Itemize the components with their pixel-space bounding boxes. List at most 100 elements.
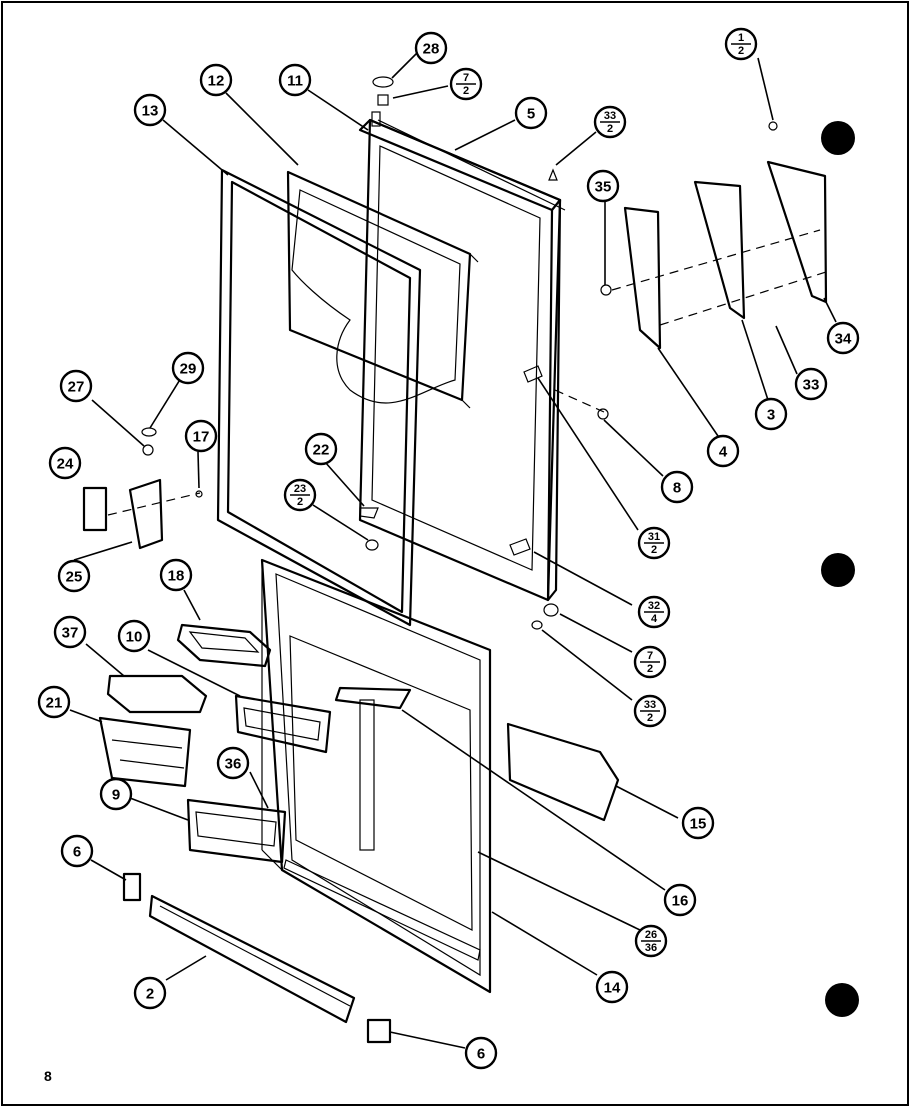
callout-circle bbox=[754, 397, 788, 431]
callout-quantity: 2 bbox=[651, 544, 657, 556]
callout-c28: 28 bbox=[414, 31, 448, 65]
callout-circle bbox=[304, 432, 338, 466]
callout-number: 35 bbox=[595, 179, 612, 196]
callout-number: 31 bbox=[648, 531, 660, 543]
callout-number: 14 bbox=[604, 980, 621, 997]
callout-c33-2b: 332 bbox=[633, 694, 667, 728]
callout-number: 29 bbox=[180, 361, 197, 378]
callout-circle bbox=[794, 367, 828, 401]
callout-circle bbox=[37, 685, 71, 719]
callout-c25: 25 bbox=[57, 559, 91, 593]
callout-c23-2: 232 bbox=[283, 478, 317, 512]
callout-c17: 17 bbox=[184, 419, 218, 453]
callout-number: 28 bbox=[423, 41, 440, 58]
callout-c21: 21 bbox=[37, 685, 71, 719]
callout-number: 2 bbox=[146, 986, 154, 1003]
callout-c33-2a: 332 bbox=[593, 105, 627, 139]
callout-number: 32 bbox=[648, 600, 660, 612]
callout-quantity: 2 bbox=[463, 85, 469, 97]
callout-number: 27 bbox=[68, 379, 85, 396]
callout-circle bbox=[159, 558, 193, 592]
callout-circle bbox=[184, 419, 218, 453]
callout-number: 34 bbox=[835, 331, 852, 348]
callout-circle bbox=[706, 434, 740, 468]
door-shelves-bins bbox=[98, 623, 620, 864]
callout-circle bbox=[53, 615, 87, 649]
callout-number: 33 bbox=[644, 699, 656, 711]
callout-number: 9 bbox=[112, 787, 120, 804]
callout-c22: 22 bbox=[304, 432, 338, 466]
callout-quantity: 36 bbox=[645, 942, 657, 954]
callout-c34: 34 bbox=[826, 321, 860, 355]
callout-quantity: 4 bbox=[651, 613, 658, 625]
callout-number: 10 bbox=[126, 629, 143, 646]
callout-c4: 4 bbox=[706, 434, 740, 468]
hinge-brackets-right bbox=[554, 121, 828, 420]
callout-number: 1 bbox=[738, 32, 744, 44]
callout-quantity: 2 bbox=[647, 712, 653, 724]
callout-quantity: 2 bbox=[607, 123, 613, 135]
callout-number: 6 bbox=[477, 1046, 485, 1063]
callout-number: 18 bbox=[168, 568, 185, 585]
callout-c13: 13 bbox=[133, 93, 167, 127]
callout-c11: 11 bbox=[278, 63, 312, 97]
callout-circle bbox=[216, 746, 250, 780]
callout-c1-2: 12 bbox=[724, 27, 758, 61]
callout-number: 3 bbox=[767, 407, 775, 424]
callout-number: 17 bbox=[193, 429, 210, 446]
bottom-trim-and-clips bbox=[122, 872, 392, 1044]
callout-circle bbox=[514, 96, 548, 130]
callout-c36: 36 bbox=[216, 746, 250, 780]
callout-number: 6 bbox=[73, 844, 81, 861]
callout-c12: 12 bbox=[199, 63, 233, 97]
callout-c18: 18 bbox=[159, 558, 193, 592]
callout-number: 8 bbox=[673, 480, 681, 497]
top-hinge-parts bbox=[372, 76, 558, 181]
binder-hole-bottom bbox=[825, 983, 859, 1017]
callout-number: 33 bbox=[803, 377, 820, 394]
callout-c27: 27 bbox=[59, 369, 93, 403]
callout-c10: 10 bbox=[117, 619, 151, 653]
callout-circle bbox=[133, 93, 167, 127]
callout-circle bbox=[414, 31, 448, 65]
binder-hole-top bbox=[821, 121, 855, 155]
callout-c16: 16 bbox=[663, 883, 697, 917]
callout-c3: 3 bbox=[754, 397, 788, 431]
callout-c6a: 6 bbox=[60, 834, 94, 868]
callout-number: 33 bbox=[604, 110, 616, 122]
callout-c2: 2 bbox=[133, 976, 167, 1010]
callout-c24: 24 bbox=[48, 446, 82, 480]
callout-c9: 9 bbox=[99, 777, 133, 811]
callout-c35: 35 bbox=[586, 169, 620, 203]
callout-c33: 33 bbox=[794, 367, 828, 401]
callout-c8: 8 bbox=[660, 470, 694, 504]
callout-c32-4: 324 bbox=[637, 595, 671, 629]
callout-number: 24 bbox=[57, 456, 74, 473]
callout-circle bbox=[681, 806, 715, 840]
callout-number: 16 bbox=[672, 893, 689, 910]
callout-c14: 14 bbox=[595, 970, 629, 1004]
callout-number: 13 bbox=[142, 103, 159, 120]
callout-circle bbox=[59, 369, 93, 403]
callout-number: 26 bbox=[645, 929, 657, 941]
callout-number: 15 bbox=[690, 816, 707, 833]
binder-hole-middle bbox=[821, 553, 855, 587]
callout-c7-2b: 72 bbox=[633, 645, 667, 679]
callout-c15: 15 bbox=[681, 806, 715, 840]
callout-quantity: 2 bbox=[738, 45, 744, 57]
freezer-door-insulation-liner bbox=[286, 170, 479, 409]
callout-number: 12 bbox=[208, 73, 225, 90]
callout-number: 7 bbox=[647, 650, 653, 662]
callout-circle bbox=[826, 321, 860, 355]
callout-circle bbox=[117, 619, 151, 653]
fresh-food-door-liner bbox=[260, 558, 492, 994]
callout-circle bbox=[595, 970, 629, 1004]
callout-number: 4 bbox=[719, 444, 728, 461]
callout-circle bbox=[60, 834, 94, 868]
callout-number: 5 bbox=[527, 106, 535, 123]
callout-number: 11 bbox=[287, 73, 303, 90]
middle-small-parts bbox=[359, 365, 559, 630]
